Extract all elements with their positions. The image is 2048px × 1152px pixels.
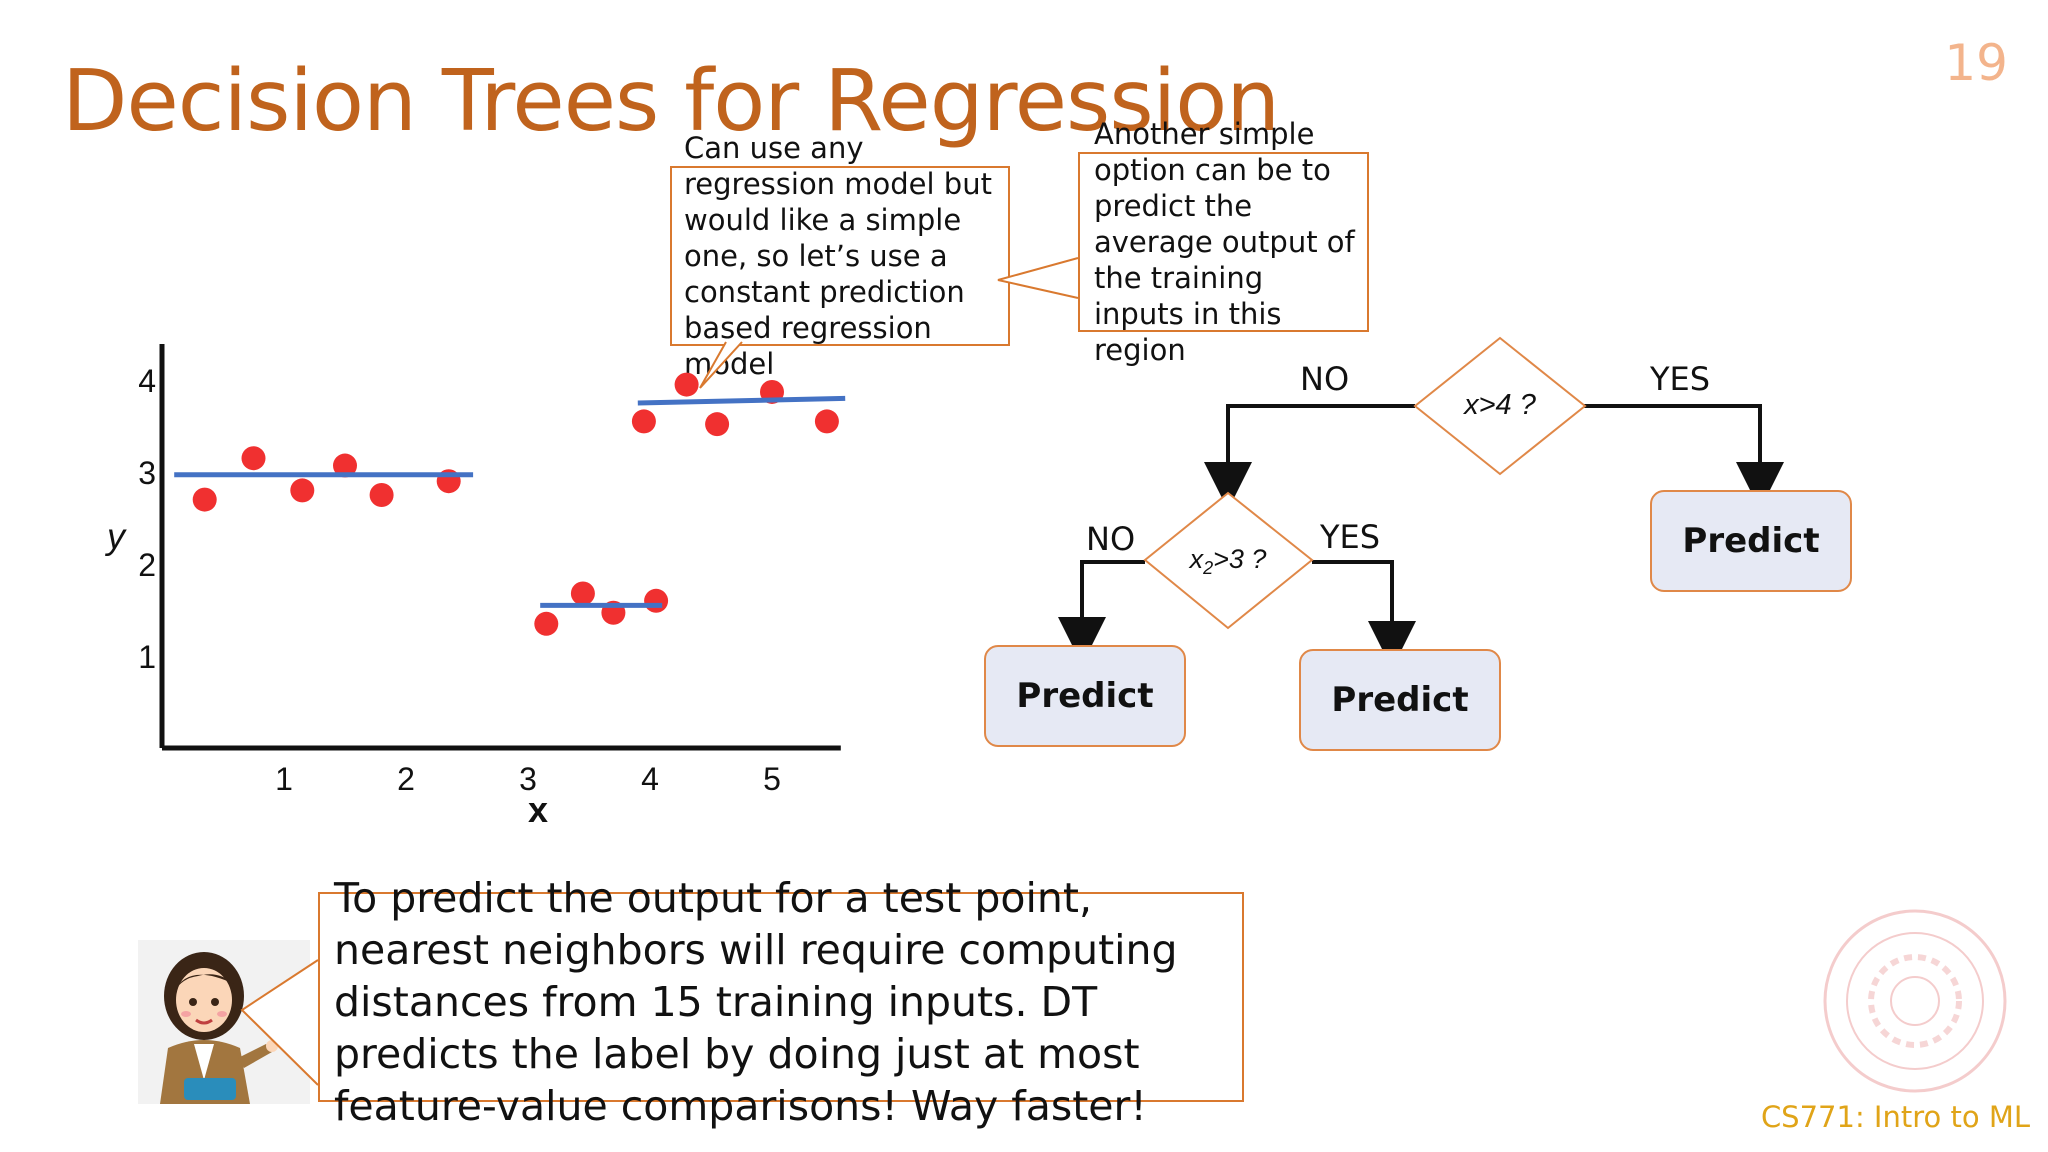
child-condition-sub: 2 [1202, 558, 1213, 578]
y-tick-label: 1 [138, 639, 156, 675]
child-yes-edge [1312, 560, 1416, 669]
average-callout-box [1078, 152, 1369, 332]
data-point [534, 611, 559, 636]
y-tick-label: 2 [138, 547, 156, 583]
x-tick-label: 5 [763, 761, 781, 797]
constant-prediction-line [637, 395, 846, 406]
x-tick-label: 2 [397, 761, 415, 797]
data-point [570, 581, 595, 606]
predict-leaf-middle: Predict [1299, 649, 1501, 751]
root-condition: x>4 ? [1462, 389, 1537, 421]
x-tick-label: 1 [275, 761, 293, 797]
course-footer: CS771: Intro to ML [1760, 1100, 2030, 1134]
data-point [814, 409, 839, 434]
root-no-label: NO [1300, 360, 1350, 398]
predict-leaf-right: Predict [1650, 490, 1852, 592]
y-tick-label: 4 [138, 363, 156, 399]
data-point [674, 372, 699, 397]
root-no-edge [1204, 404, 1415, 510]
average-callout-text: Another simple option can be to predict … [1094, 117, 1355, 367]
child-no-label: NO [1086, 520, 1136, 558]
page-number: 19 [1944, 34, 2008, 92]
bottom-callout-text: To predict the output for a test point, … [334, 874, 1178, 1130]
data-point [290, 478, 315, 503]
scatter-chart: 1 2 3 4 1 2 3 4 5 x y [104, 344, 846, 830]
root-yes-label: YES [1650, 360, 1711, 398]
x-axis-label: x [528, 789, 548, 830]
child-decision-diamond [1143, 491, 1314, 630]
data-point [631, 409, 656, 434]
model-callout-text: Can use any regression model but would l… [684, 131, 992, 381]
bottom-callout-box [318, 892, 1244, 1102]
root-decision-diamond [1413, 336, 1587, 476]
x-tick-label: 4 [641, 761, 659, 797]
data-point [333, 453, 357, 478]
institute-seal-watermark [1823, 909, 2007, 1093]
slide-title: Decision Trees for Regression [62, 52, 1280, 151]
root-yes-edge [1583, 404, 1784, 510]
y-tick-label: 3 [138, 455, 156, 491]
child-condition: x2>3 ? [1188, 544, 1267, 578]
data-point [241, 446, 266, 471]
child-condition-var: x [1188, 544, 1205, 574]
x-tick-label: 3 [519, 761, 537, 797]
y-axis-label: y [104, 515, 127, 556]
child-yes-label: YES [1320, 518, 1381, 556]
child-no-edge [1058, 560, 1145, 665]
data-point [192, 487, 217, 512]
teacher-illustration [138, 940, 310, 1104]
data-point [705, 412, 730, 437]
data-point [369, 483, 394, 507]
model-callout-box [670, 166, 1010, 346]
child-condition-rest: >3 ? [1213, 544, 1266, 574]
predict-leaf-left: Predict [984, 645, 1186, 747]
